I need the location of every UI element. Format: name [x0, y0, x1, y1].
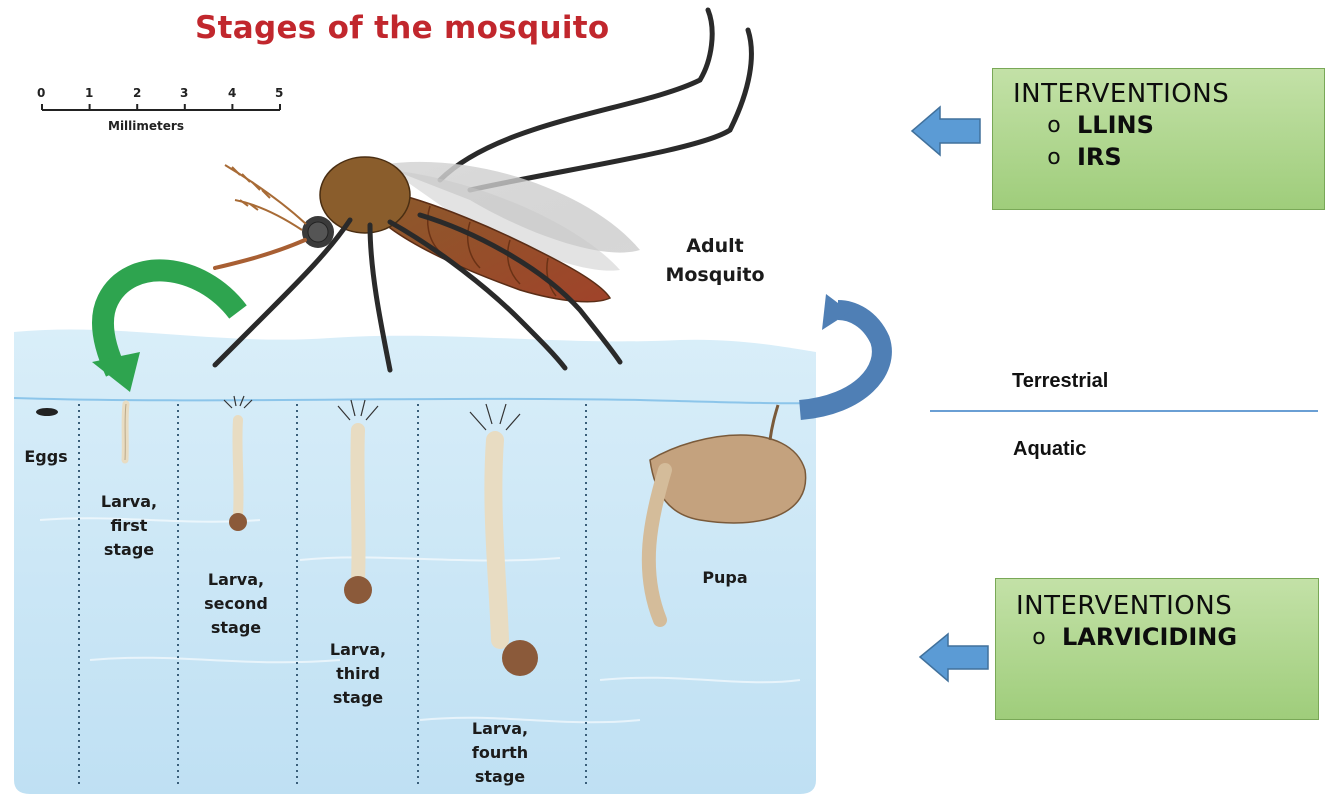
larva-first-label: Larva, first stage: [84, 490, 174, 562]
eggs-label: Eggs: [18, 445, 74, 469]
intervention-item-label: IRS: [1077, 143, 1122, 171]
pupa-label: Pupa: [690, 566, 760, 590]
larva-third-label: Larva, third stage: [310, 638, 406, 710]
diagram-title: Stages of the mosquito: [195, 10, 615, 46]
bullet-icon: o: [1031, 145, 1077, 170]
bullet-icon: o: [1016, 625, 1062, 650]
interventions-adult-title: INTERVENTIONS: [1013, 79, 1324, 109]
scale-tick-label: 0: [37, 86, 45, 100]
adult-mosquito-illustration: [215, 10, 751, 370]
intervention-item-label: LLINS: [1077, 111, 1154, 139]
interventions-aquatic-title: INTERVENTIONS: [1016, 591, 1318, 621]
intervention-item-llins: o LLINS: [1031, 111, 1324, 139]
adult-mosquito-label: Adult Mosquito: [640, 232, 790, 290]
scale-tick-label: 4: [228, 86, 236, 100]
interventions-adult-box: INTERVENTIONS o LLINS o IRS: [992, 68, 1325, 210]
aquatic-label: Aquatic: [1013, 438, 1086, 461]
terrestrial-label: Terrestrial: [1012, 370, 1108, 393]
intervention-item-label: LARVICIDING: [1062, 623, 1237, 651]
scale-unit-label: Millimeters: [108, 119, 184, 133]
scale-tick-label: 5: [275, 86, 283, 100]
bullet-icon: o: [1031, 113, 1077, 138]
larva-fourth-label: Larva, fourth stage: [450, 717, 550, 789]
larva-second-label: Larva, second stage: [186, 568, 286, 640]
left-arrow-icon: [920, 634, 988, 681]
scale-bar: [42, 104, 280, 110]
intervention-item-irs: o IRS: [1031, 143, 1324, 171]
interventions-aquatic-box: INTERVENTIONS o LARVICIDING: [995, 578, 1319, 720]
left-arrow-icon: [912, 107, 980, 155]
scale-tick-label: 3: [180, 86, 188, 100]
scale-tick-label: 2: [133, 86, 141, 100]
intervention-item-larviciding: o LARVICIDING: [1016, 623, 1318, 651]
scale-tick-label: 1: [85, 86, 93, 100]
larva-first-illustration: [125, 404, 126, 460]
egg-illustration: [36, 408, 58, 416]
